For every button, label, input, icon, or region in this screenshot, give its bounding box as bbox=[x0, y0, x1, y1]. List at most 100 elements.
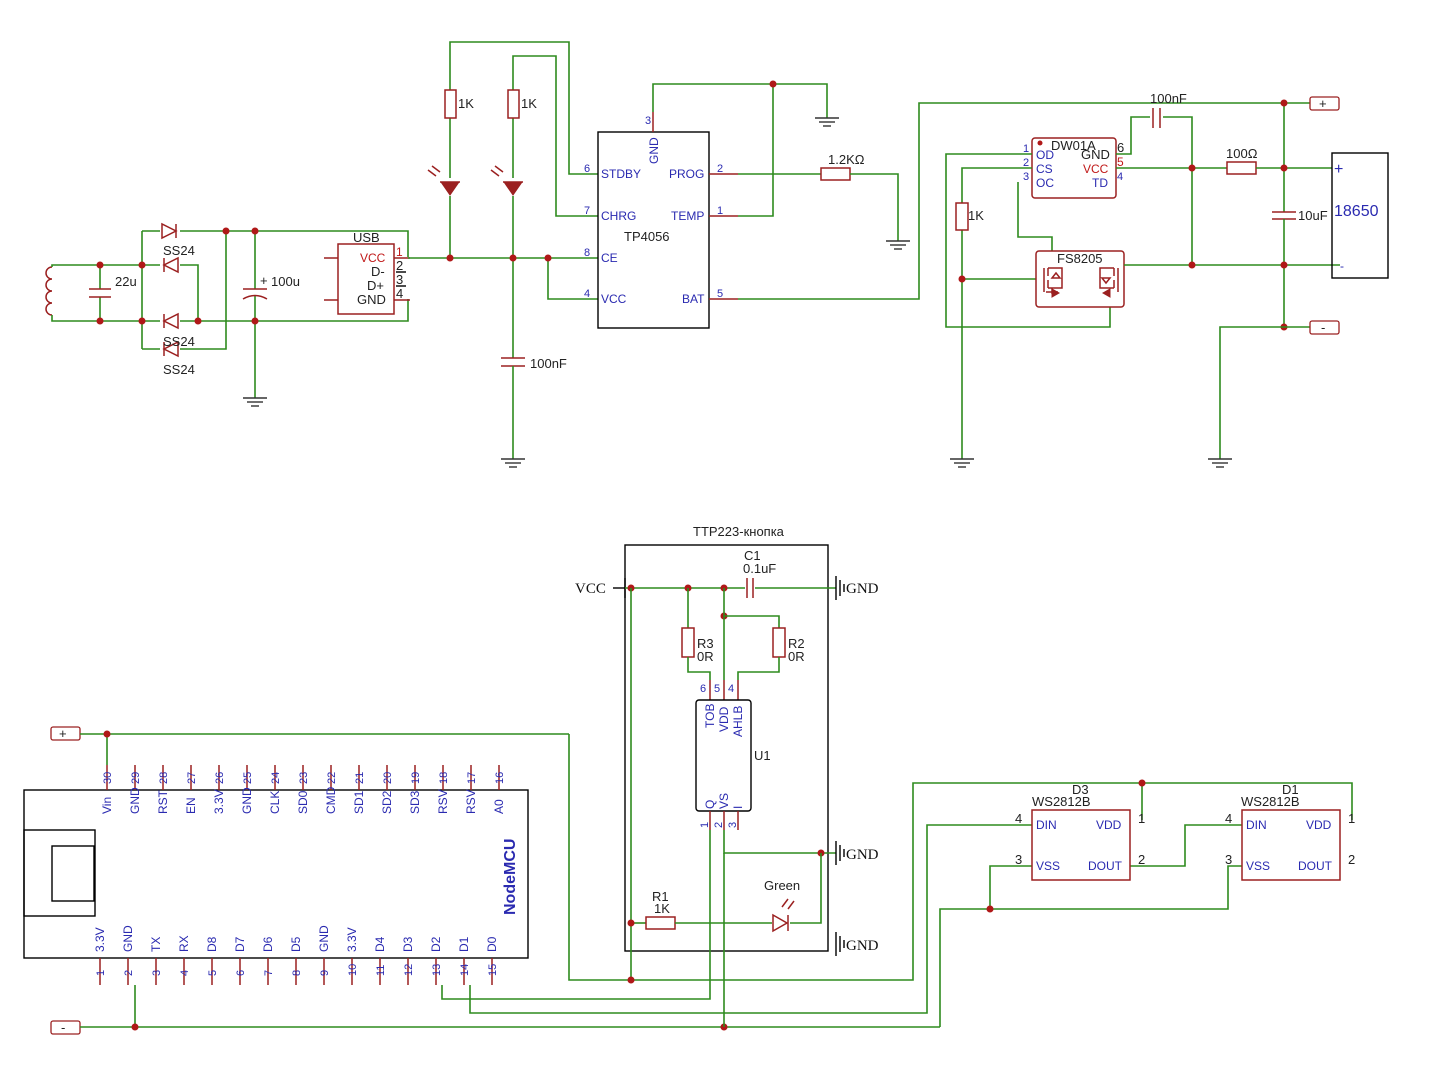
ttp-gnd-top: GND bbox=[846, 581, 879, 597]
mcu-top-pin-label: SD1 bbox=[352, 790, 366, 814]
usb-num-2: 2 bbox=[396, 258, 403, 273]
mcu-bottom-pin-num: 10 bbox=[347, 964, 359, 976]
usb-pin-vcc: VCC bbox=[360, 251, 386, 265]
u1-top-num-6: 6 bbox=[700, 683, 706, 695]
prog-res-label: 1.2KΩ bbox=[828, 152, 865, 167]
nodemcu-module bbox=[51, 845, 95, 902]
mcu-top-pin-num: 27 bbox=[186, 772, 198, 784]
u1-pin-vs: VS bbox=[717, 793, 731, 809]
dw-rnum-6: 6 bbox=[1117, 140, 1124, 155]
nodemcu-antenna bbox=[23, 829, 96, 917]
mcu-bottom-pin-num: 11 bbox=[375, 965, 387, 976]
usb-pin-gnd: GND bbox=[357, 292, 386, 307]
svg-text:+: + bbox=[1319, 96, 1327, 111]
d3-pin-vdd: VDD bbox=[1096, 818, 1122, 832]
tp-rnum-1: 2 bbox=[717, 163, 723, 175]
mcu-top-pin-num: 18 bbox=[438, 772, 450, 784]
mcu-bottom-pin-num: 6 bbox=[235, 970, 247, 976]
d1-part: WS2812B bbox=[1241, 794, 1300, 809]
tp-lnum-3: 8 bbox=[584, 247, 590, 259]
usb-title: USB bbox=[353, 230, 380, 245]
mcu-bottom-pin-num: 2 bbox=[123, 970, 135, 976]
led-d1: D1 WS2812B DIN VDD VSS DOUT 4 1 3 2 bbox=[1225, 782, 1355, 881]
mcu-bottom-pin-num: 3 bbox=[151, 970, 163, 976]
diode-label-3: SS24 bbox=[163, 362, 195, 377]
usb-connector: USB VCC D- D+ GND 1 2 3 4 bbox=[324, 230, 410, 315]
mcu-bottom-pin-label: GND bbox=[121, 925, 135, 952]
mcu-bottom-pin-label: D8 bbox=[205, 936, 219, 952]
u1-pin-q: Q bbox=[703, 800, 717, 809]
tp-pin-ce: CE bbox=[601, 251, 618, 265]
mcu-top-pin-label: CLK bbox=[268, 791, 282, 814]
ws2812b-d1 bbox=[1241, 809, 1341, 881]
ttp223-title: TTP223-кнопка bbox=[693, 524, 785, 539]
d3-num-3: 3 bbox=[1015, 852, 1022, 867]
diode-d4 bbox=[162, 340, 179, 358]
mcu-bottom-pin-label: D4 bbox=[373, 936, 387, 952]
mcu-top-pin-num: 25 bbox=[242, 772, 254, 784]
mcu-bottom-pin-label: D5 bbox=[289, 936, 303, 952]
tp-pin-bat: BAT bbox=[682, 292, 705, 306]
mcu-top-pin-num: 29 bbox=[130, 772, 142, 784]
mcu-bottom-pin-label: 3.3V bbox=[93, 927, 107, 952]
mcu-top-pin-num: 24 bbox=[270, 772, 282, 784]
mcu-top-pin-label: CMD bbox=[324, 786, 338, 814]
battery-minus-flag: - bbox=[1309, 320, 1340, 335]
u1-bot-num-3: 3 bbox=[727, 822, 739, 828]
mcu-top-pin-num: 17 bbox=[466, 772, 478, 784]
led-standby-icon bbox=[503, 181, 523, 196]
fs8205-name: FS8205 bbox=[1057, 251, 1103, 266]
d3-num-1: 1 bbox=[1138, 811, 1145, 826]
mcu-bottom-pin-label: D6 bbox=[261, 936, 275, 952]
mcu-bottom-pin-label: 3.3V bbox=[345, 927, 359, 952]
diode-label-2: SS24 bbox=[163, 334, 195, 349]
ttp-gnd-bottom: GND bbox=[846, 938, 879, 954]
ttp-gnd-mid: GND bbox=[846, 847, 879, 863]
mcu-top-pin-label: GND bbox=[240, 787, 254, 814]
usb-num-1: 1 bbox=[396, 245, 403, 259]
d1-pin-din: DIN bbox=[1246, 818, 1267, 832]
tp-pin-chrg: CHRG bbox=[601, 209, 636, 223]
mcu-top-pin-num: 26 bbox=[214, 772, 226, 784]
mcu-bottom-pin-label: D1 bbox=[457, 936, 471, 952]
mcu-bottom-pin-label: D7 bbox=[233, 936, 247, 952]
dw-pin-gnd: GND bbox=[1081, 147, 1110, 162]
mcu-top-pin-label: EN bbox=[184, 797, 198, 814]
mcu-bottom-pin-label: TX bbox=[149, 937, 163, 952]
charger-r1-label: 1K bbox=[458, 96, 474, 111]
mcu-bottom-pin-num: 13 bbox=[431, 964, 443, 976]
battery-18650 bbox=[1331, 152, 1389, 279]
mcu-top-pin-label: A0 bbox=[492, 799, 506, 814]
cap-22u-label: 22u bbox=[115, 274, 137, 289]
u1-pin-ahlb: AHLB bbox=[731, 706, 745, 737]
svg-text:-: - bbox=[61, 1020, 65, 1035]
prot-res-100: 100Ω bbox=[1226, 146, 1258, 161]
led-d3: D3 WS2812B DIN VDD VSS DOUT 4 1 3 2 bbox=[1015, 782, 1145, 881]
c1-value: 0.1uF bbox=[743, 561, 776, 576]
r2-value: 0R bbox=[788, 649, 805, 664]
charger-cap-label: 100nF bbox=[530, 356, 567, 371]
mcu-bottom-pin-num: 7 bbox=[263, 970, 275, 976]
dw-pin-td: TD bbox=[1092, 176, 1108, 190]
dw-lnum-3: 3 bbox=[1023, 171, 1029, 183]
mcu-minus-flag: - bbox=[50, 1020, 81, 1035]
mcu-top-pin-num: 28 bbox=[158, 772, 170, 784]
cap-plus-sign: + bbox=[260, 273, 268, 288]
u1-top-num-5: 5 bbox=[714, 683, 720, 695]
d1-ref: D1 bbox=[1282, 782, 1299, 797]
coil-inductor bbox=[45, 266, 53, 316]
green-led-label: Green bbox=[764, 878, 800, 893]
d3-pin-vss: VSS bbox=[1036, 859, 1060, 873]
dw-pin-cs: CS bbox=[1036, 162, 1053, 176]
mcu-bottom-pin-num: 1 bbox=[95, 970, 107, 976]
mcu-bottom-pin-num: 5 bbox=[207, 970, 219, 976]
ttp223-frame bbox=[624, 544, 829, 952]
mcu-top-pin-label: RSV bbox=[464, 789, 478, 814]
battery-plus: + bbox=[1334, 161, 1343, 178]
d1-num-4: 4 bbox=[1225, 811, 1232, 826]
ws2812b-d3 bbox=[1031, 809, 1131, 881]
d1-num-3: 3 bbox=[1225, 852, 1232, 867]
mcu-bottom-pin-num: 8 bbox=[291, 970, 303, 976]
nodemcu-bottom-pins: 13.3V2GND3TX4RX5D86D77D68D59GND103.3V11D… bbox=[93, 925, 499, 985]
svg-text:+: + bbox=[59, 726, 67, 741]
